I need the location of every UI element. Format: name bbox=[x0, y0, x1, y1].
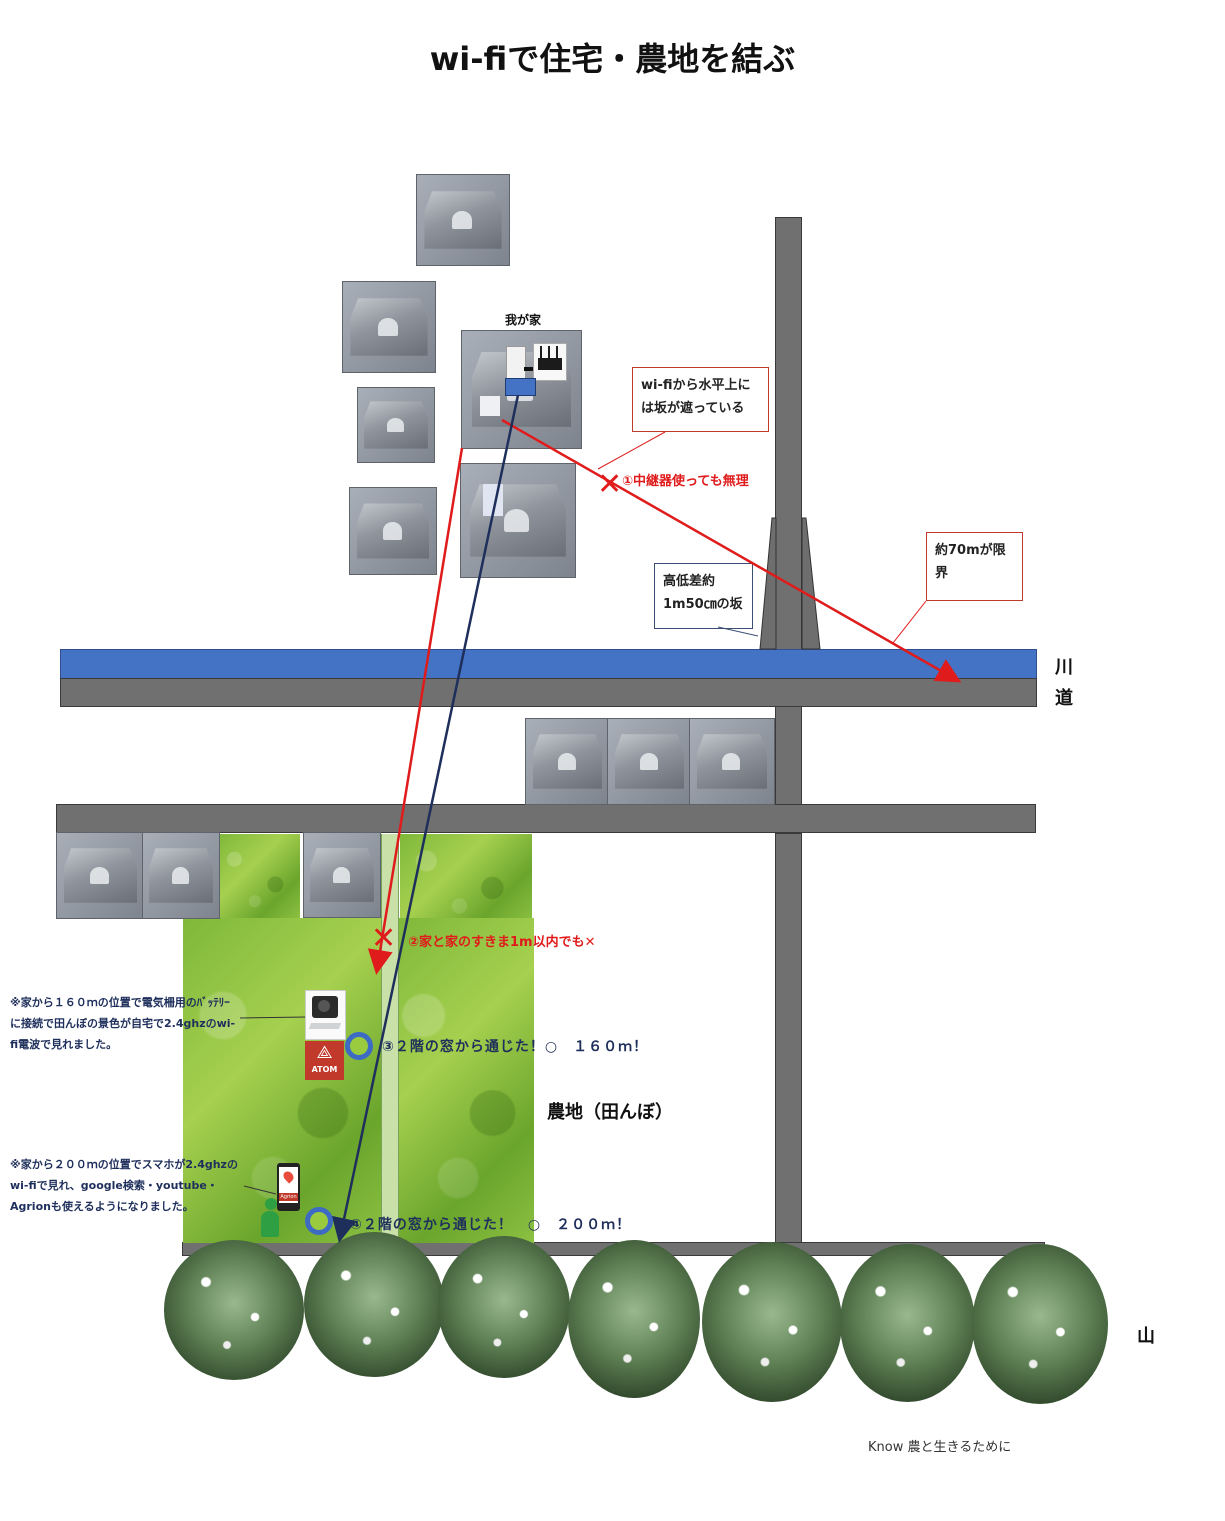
river-label: 川 bbox=[1055, 657, 1073, 678]
mountain-label: 山 bbox=[1137, 1326, 1155, 1347]
callout-height-diff: 高低差約1m50㎝の坂 bbox=[654, 563, 753, 629]
window bbox=[480, 396, 500, 416]
house bbox=[460, 463, 576, 578]
house bbox=[525, 718, 610, 805]
route4-label: ④２階の窓から通じた！ ○ ２００ｍ！ bbox=[350, 1217, 632, 1233]
signal-ring-icon bbox=[345, 1032, 373, 1060]
atom-logo-text: ATOM bbox=[311, 1065, 338, 1074]
callout-limit-text: 約70mが限界 bbox=[935, 543, 1006, 582]
callout-limit: 約70mが限界 bbox=[926, 532, 1023, 601]
connector bbox=[524, 367, 533, 371]
note-camera-text: ※家から１６０ｍの位置で電気柵用のﾊﾞｯﾃﾘｰに接続で田んぼの景色が自宅で2.4… bbox=[10, 996, 236, 1051]
page-title: wi-fiで住宅・農地を結ぶ bbox=[429, 40, 796, 78]
house bbox=[416, 174, 510, 266]
house bbox=[56, 832, 145, 919]
note-smartphone: ※家から２００ｍの位置でスマホが2.4ghzのwi-fiで見れ、google検索… bbox=[10, 1155, 238, 1218]
callout-slope-blocks: wi-fiから水平上には坂が遮っている bbox=[632, 367, 769, 432]
house bbox=[303, 832, 381, 918]
vertical-road-lower bbox=[775, 833, 802, 1243]
tree-bush bbox=[972, 1244, 1108, 1404]
atom-logo: ⟁ ATOM bbox=[305, 1041, 344, 1080]
note-camera: ※家から１６０ｍの位置で電気柵用のﾊﾞｯﾃﾘｰに接続で田んぼの景色が自宅で2.4… bbox=[10, 993, 240, 1056]
house bbox=[142, 832, 220, 919]
route2-label: ②家と家のすきま1m以内でも✕ bbox=[408, 935, 596, 950]
fail-x-icon: ✕ bbox=[597, 467, 623, 502]
route1-label: ①中継器使っても無理 bbox=[622, 474, 749, 489]
fail-x-icon: ✕ bbox=[371, 921, 397, 956]
tree-bush bbox=[568, 1240, 700, 1398]
house bbox=[357, 387, 435, 463]
person-icon bbox=[259, 1198, 285, 1238]
smartphone-icon: Agrion bbox=[277, 1163, 300, 1211]
tree-bush bbox=[164, 1240, 304, 1380]
callout-slope-text: wi-fiから水平上には坂が遮っている bbox=[641, 378, 751, 417]
signal-ring-icon bbox=[305, 1207, 333, 1235]
house bbox=[349, 487, 437, 575]
grass-patch bbox=[218, 834, 300, 918]
router-base bbox=[505, 378, 536, 396]
router-device bbox=[533, 343, 567, 381]
middle-road bbox=[56, 804, 1036, 833]
river-road bbox=[60, 678, 1037, 707]
agrion-label: Agrion bbox=[279, 1193, 298, 1201]
route3-label: ③２階の窓から通じた！○ １６０ｍ！ bbox=[382, 1039, 649, 1055]
callout-height-text: 高低差約1m50㎝の坂 bbox=[663, 574, 743, 613]
farmland-field bbox=[396, 918, 534, 1243]
tree-bush bbox=[840, 1244, 975, 1402]
my-house-label: 我が家 bbox=[505, 313, 542, 327]
tree-bush bbox=[702, 1242, 842, 1402]
tree-bush bbox=[304, 1232, 444, 1377]
tree-bush bbox=[438, 1236, 570, 1378]
farmland-label: 農地（田んぼ） bbox=[547, 1102, 673, 1123]
house bbox=[342, 281, 436, 373]
house bbox=[689, 718, 775, 805]
credit-text: Know 農と生きるために bbox=[868, 1440, 1012, 1455]
camera-icon bbox=[305, 990, 346, 1040]
house bbox=[607, 718, 692, 805]
road-label: 道 bbox=[1055, 688, 1073, 709]
note-smartphone-text: ※家から２００ｍの位置でスマホが2.4ghzのwi-fiで見れ、google検索… bbox=[10, 1158, 238, 1213]
